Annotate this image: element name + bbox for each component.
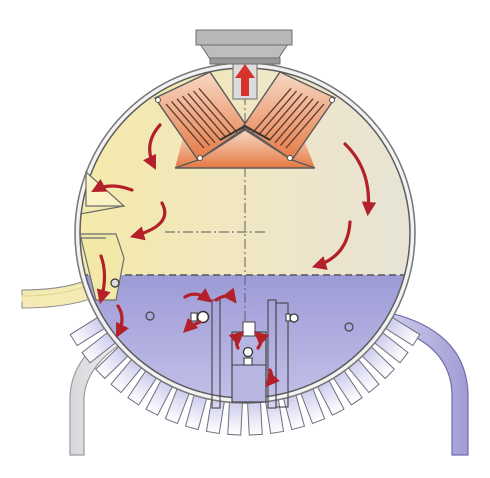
right-outlet-pipe (370, 310, 468, 455)
pump-icon-right (286, 314, 298, 322)
nozzle (247, 398, 262, 435)
nozzle (228, 398, 243, 435)
